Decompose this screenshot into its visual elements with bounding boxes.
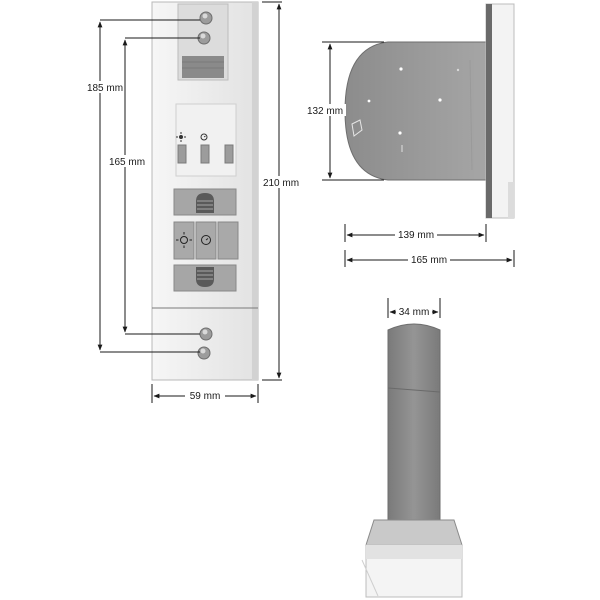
screw-bottom-1 — [199, 327, 213, 341]
screw-top-2 — [197, 31, 211, 45]
dim-59-label: 59 mm — [190, 391, 221, 402]
clock-icon — [200, 133, 208, 141]
sun-icon — [176, 132, 186, 142]
bottom-body — [387, 323, 441, 526]
slide-switch-moon[interactable] — [224, 144, 234, 164]
dim-34-label: 34 mm — [399, 307, 430, 318]
side-body — [344, 41, 489, 181]
screw-bottom-2 — [197, 346, 211, 360]
screw-top-1 — [199, 11, 213, 25]
mode-button-moon[interactable] — [217, 221, 239, 260]
dim-139-label: 139 mm — [398, 230, 434, 241]
bottom-base — [365, 519, 463, 546]
strap-inlet — [182, 56, 224, 78]
mode-switch-panel — [175, 103, 237, 177]
dim-210-label: 210 mm — [263, 178, 299, 189]
front-view: 185 mm 165 mm 210 mm 59 mm — [84, 1, 302, 403]
down-button[interactable] — [173, 264, 237, 292]
slide-switch-clock[interactable] — [200, 144, 210, 164]
mode-button-sun[interactable] — [173, 221, 195, 260]
dim-165-side-label: 165 mm — [411, 255, 447, 266]
front-housing-edge — [252, 2, 258, 380]
mode-button-clock[interactable] — [195, 221, 217, 260]
side-view: 132 mm 139 mm 165 mm — [304, 3, 515, 267]
up-button[interactable] — [173, 188, 237, 216]
dim-132-label: 132 mm — [307, 106, 343, 117]
dim-165-label: 165 mm — [109, 157, 145, 168]
dim-185-label: 185 mm — [87, 83, 123, 94]
slide-switch-sun[interactable] — [177, 144, 187, 164]
bottom-view: 34 mm — [361, 298, 463, 598]
